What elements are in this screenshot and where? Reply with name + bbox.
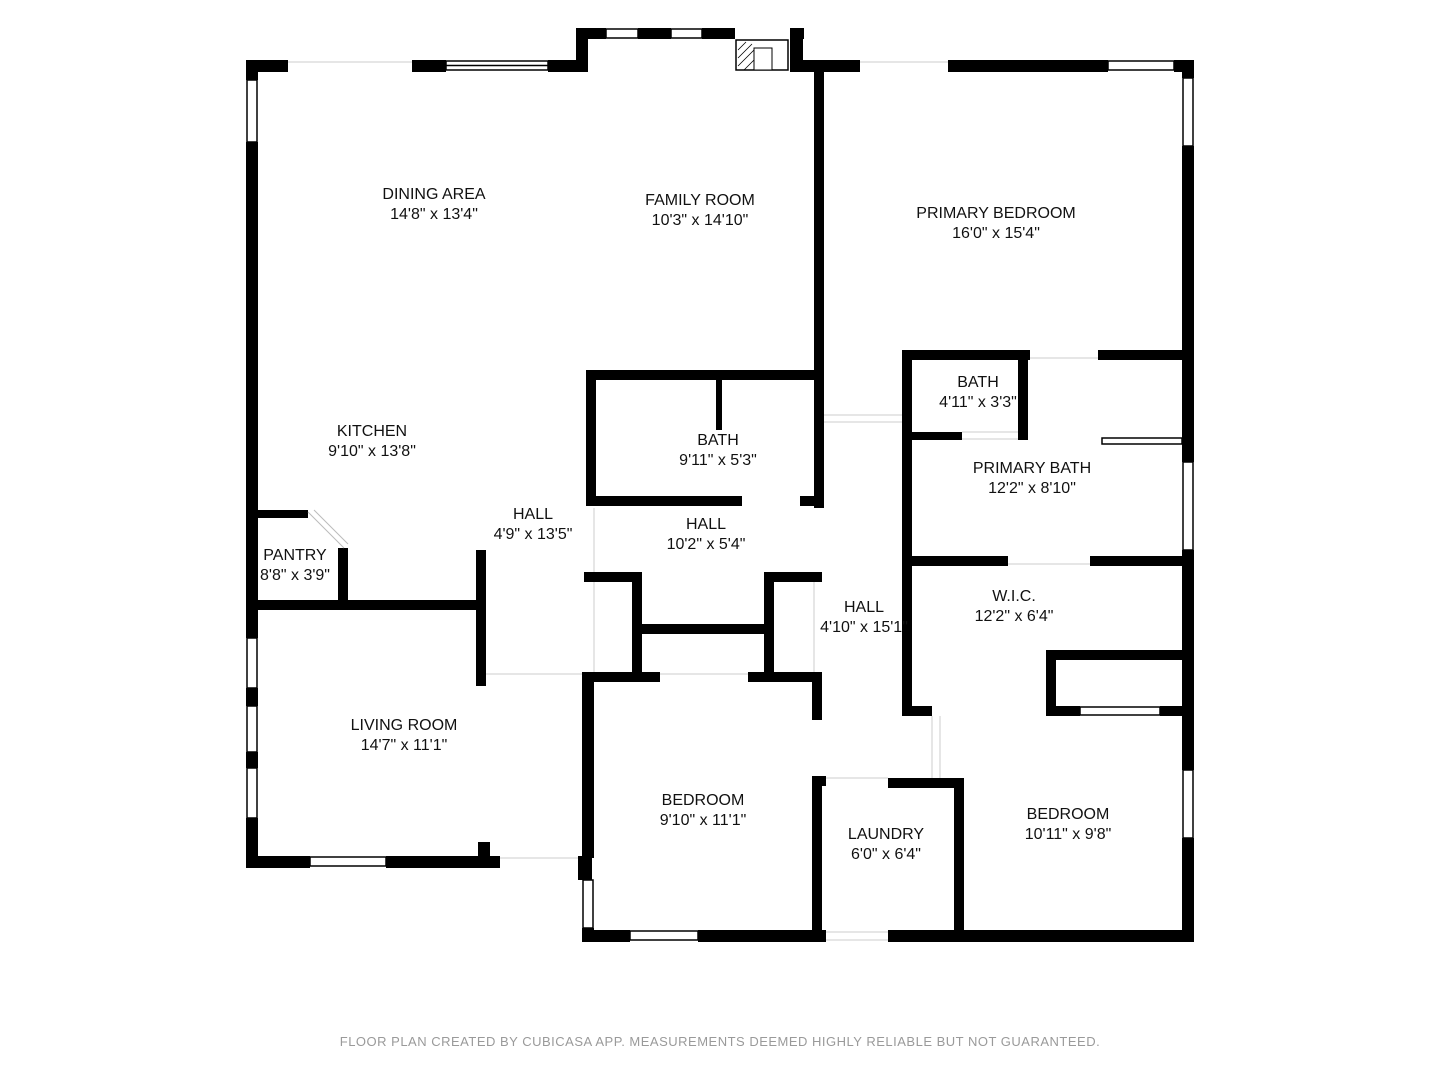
room-label-primary-bath: PRIMARY BATH 12'2" x 8'10": [973, 459, 1091, 499]
room-label-bedroom-right: BEDROOM 10'11" x 9'8": [1025, 805, 1112, 845]
room-dimension: 12'2" x 8'10": [988, 480, 1076, 497]
room-dimension: 14'8" x 13'4": [390, 206, 478, 223]
room-name: BEDROOM: [661, 792, 745, 809]
room-label-wic: W.I.C. 12'2" x 6'4": [975, 587, 1054, 627]
room-label-bedroom-mid: BEDROOM 9'10" x 11'1": [660, 791, 747, 831]
room-name: HALL: [685, 516, 727, 533]
room-name: PRIMARY BATH: [972, 460, 1092, 477]
room-dimension: 9'11" x 5'3": [679, 452, 757, 469]
room-name: HALL: [512, 506, 554, 523]
room-name: BATH: [957, 374, 999, 391]
fireplace-icon: [735, 39, 789, 71]
room-dimension: 6'0" x 6'4": [851, 846, 921, 863]
room-label-family: FAMILY ROOM 10'3" x 14'10": [645, 191, 755, 231]
room-name: HALL: [843, 599, 885, 616]
footer-disclaimer: FLOOR PLAN CREATED BY CUBICASA APP. MEAS…: [339, 1034, 1101, 1049]
room-label-primary-bedroom: PRIMARY BEDROOM 16'0" x 15'4": [916, 204, 1075, 244]
room-name: LAUNDRY: [847, 826, 925, 843]
room-dimension: 14'7" x 11'1": [360, 737, 448, 754]
room-name: DINING AREA: [382, 186, 486, 203]
room-label-bath: BATH 9'11" x 5'3": [679, 431, 757, 471]
room-name: KITCHEN: [336, 423, 408, 440]
room-name: BATH: [697, 432, 739, 449]
room-dimension: 10'2" x 5'4": [666, 536, 746, 553]
room-dimension: 4'9" x 13'5": [493, 526, 573, 543]
room-dimension: 4'11" x 3'3": [939, 394, 1017, 411]
openings: [288, 61, 1098, 941]
room-name: BEDROOM: [1026, 806, 1110, 823]
windows: [246, 28, 1194, 941]
room-label-living: LIVING ROOM 14'7" x 11'1": [351, 716, 458, 756]
room-dimension: 10'3" x 14'10": [651, 212, 749, 229]
room-name: LIVING ROOM: [350, 717, 458, 734]
room-label-kitchen: KITCHEN 9'10" x 13'8": [328, 422, 416, 462]
room-name: PANTRY: [263, 547, 327, 564]
room-dimension: 12'2" x 6'4": [974, 608, 1054, 625]
room-name: W.I.C.: [992, 588, 1036, 605]
room-dimension: 8'8" x 3'9": [260, 567, 330, 584]
room-name: PRIMARY BEDROOM: [916, 205, 1076, 222]
walls: [246, 28, 1194, 942]
room-label-bath-small: BATH 4'11" x 3'3": [939, 373, 1017, 413]
room-dimension: 9'10" x 13'8": [328, 443, 416, 460]
room-label-hall-right: HALL 4'10" x 15'1": [820, 598, 908, 638]
room-label-dining: DINING AREA 14'8" x 13'4": [382, 185, 485, 225]
room-dimension: 10'11" x 9'8": [1024, 826, 1112, 843]
room-name: FAMILY ROOM: [645, 192, 755, 209]
room-label-hall-mid: HALL 10'2" x 5'4": [667, 515, 746, 555]
room-label-laundry: LAUNDRY 6'0" x 6'4": [848, 825, 924, 865]
room-dimension: 16'0" x 15'4": [952, 225, 1040, 242]
room-label-pantry: PANTRY 8'8" x 3'9": [260, 546, 330, 586]
room-label-hall-left: HALL 4'9" x 13'5": [494, 505, 573, 545]
room-dimension: 9'10" x 11'1": [659, 812, 747, 829]
room-dimension: 4'10" x 15'1": [820, 619, 908, 636]
